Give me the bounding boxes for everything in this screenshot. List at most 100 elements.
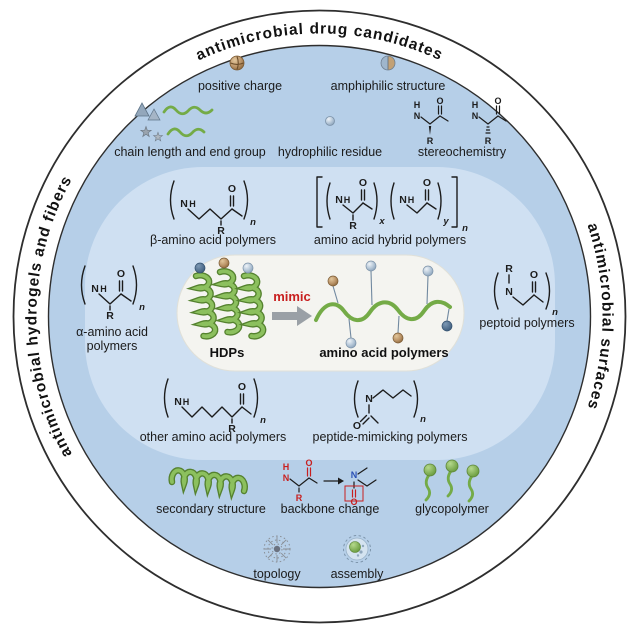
- subscript-n: n: [260, 415, 266, 426]
- triangle-end-group-icon: [134, 102, 150, 117]
- atom-R: R: [485, 136, 492, 146]
- alpha-label-line1: α-amino acid: [76, 325, 148, 339]
- hydrophilic-label: hydrophilic residue: [278, 145, 382, 159]
- atom-R: R: [296, 493, 303, 503]
- atom-R: R: [228, 423, 236, 435]
- atom-N: N: [335, 194, 343, 206]
- chain-length-label: chain length and end group: [114, 145, 266, 159]
- residue-sphere: [422, 265, 434, 277]
- atom-N: N: [283, 473, 290, 483]
- backbone-change-icon: H N R O N O: [283, 458, 377, 507]
- residue-sphere: [242, 262, 254, 274]
- positive-charge-icon: [229, 55, 245, 71]
- alpha-amino-structure: N H R O n: [80, 265, 145, 322]
- glycopolymer-label: glycopolymer: [415, 502, 489, 516]
- hdps-label: HDPs: [210, 345, 245, 360]
- triangle-end-group-icon: [147, 108, 161, 121]
- other-label: other amino acid polymers: [140, 430, 287, 444]
- atom-R: R: [349, 220, 357, 232]
- peptoid-structure: R N O n: [493, 263, 558, 318]
- assembly-label: assembly: [331, 567, 385, 581]
- secondary-structure-icon: [168, 467, 248, 502]
- highlight-box: [344, 485, 364, 502]
- atom-O: O: [117, 268, 125, 280]
- topology-icon: [263, 535, 291, 563]
- positive-charge-label: positive charge: [198, 79, 282, 93]
- residue-sphere: [392, 332, 404, 344]
- subscript-n: n: [552, 307, 558, 318]
- mimic-label: mimic: [273, 289, 311, 304]
- atom-O: O: [359, 177, 367, 189]
- residue-sphere: [365, 260, 377, 272]
- star-end-group-icon: [139, 125, 153, 138]
- subscript-n: n: [420, 414, 426, 425]
- mimic-arrow-icon: [272, 306, 312, 326]
- atom-R: R: [217, 225, 225, 237]
- atom-O: O: [305, 458, 312, 468]
- atom-O: O: [238, 381, 246, 393]
- residue-sphere: [345, 337, 357, 349]
- atom-H: H: [408, 195, 415, 205]
- atom-H: H: [189, 199, 196, 209]
- atom-H: H: [100, 284, 107, 294]
- wedge-bond: [428, 126, 432, 135]
- hybrid-label: amino acid hybrid polymers: [314, 233, 466, 247]
- atom-N: N: [91, 283, 99, 295]
- atom-O: O: [353, 420, 361, 432]
- residue-sphere: [194, 262, 206, 274]
- atom-H: H: [414, 100, 421, 110]
- atom-N: N: [174, 396, 182, 408]
- atom-H: H: [344, 195, 351, 205]
- subscript-n: n: [250, 217, 256, 228]
- atom-H: H: [283, 462, 290, 472]
- amino-acid-polymers-label: amino acid polymers: [319, 345, 448, 360]
- beta-label: β-amino acid polymers: [150, 233, 276, 247]
- hash-wedge-bond: [485, 126, 491, 134]
- subscript-n: n: [139, 302, 145, 313]
- backbone-change-label: backbone change: [281, 502, 380, 516]
- mimicking-label: peptide-mimicking polymers: [313, 430, 468, 444]
- arrow-head: [338, 477, 344, 485]
- beta-amino-structure: N H R O n: [169, 180, 256, 237]
- secondary-structure-label: secondary structure: [156, 502, 266, 516]
- residue-sphere: [218, 257, 230, 269]
- alpha-label-line2: polymers: [87, 339, 138, 353]
- atom-R: R: [427, 136, 434, 146]
- atom-N: N: [472, 111, 479, 121]
- chain-end-group-icon: [134, 102, 214, 142]
- hdp-helices: [185, 257, 267, 340]
- atom-N: N: [180, 198, 188, 210]
- polymer-squiggle: [162, 105, 214, 116]
- residue-sphere: [327, 275, 339, 287]
- other-amino-structure: N H R O n: [163, 378, 266, 435]
- subscript-x: x: [378, 216, 385, 227]
- atom-N: N: [351, 470, 358, 480]
- atom-R: R: [106, 310, 114, 322]
- peptoid-label: peptoid polymers: [479, 316, 574, 330]
- stereochemistry-label: stereochemistry: [418, 145, 507, 159]
- stereochemistry-icon: H N R O H N R O: [414, 96, 507, 146]
- assembly-icon: [343, 535, 371, 563]
- atom-O: O: [436, 96, 443, 106]
- hybrid-structure: N H R O x N H O y n: [316, 176, 468, 234]
- topology-label: topology: [253, 567, 301, 581]
- atom-R: R: [505, 263, 513, 275]
- atom-O: O: [228, 183, 236, 195]
- polymer-squiggle: [166, 127, 206, 138]
- atom-N: N: [505, 286, 513, 298]
- subscript-y: y: [442, 216, 449, 227]
- amphiphilic-icon: [380, 55, 396, 71]
- hydrophilic-residue-icon: [325, 116, 335, 126]
- polymer-chain-drawing: [314, 260, 453, 349]
- atom-H: H: [183, 397, 190, 407]
- amphiphilic-label: amphiphilic structure: [331, 79, 446, 93]
- glycopolymer-icon: [423, 459, 480, 503]
- atom-N: N: [399, 194, 407, 206]
- atom-N: N: [414, 111, 421, 121]
- atom-O: O: [530, 269, 538, 281]
- atom-O: O: [423, 177, 431, 189]
- atom-O: O: [350, 497, 357, 507]
- atom-H: H: [472, 100, 479, 110]
